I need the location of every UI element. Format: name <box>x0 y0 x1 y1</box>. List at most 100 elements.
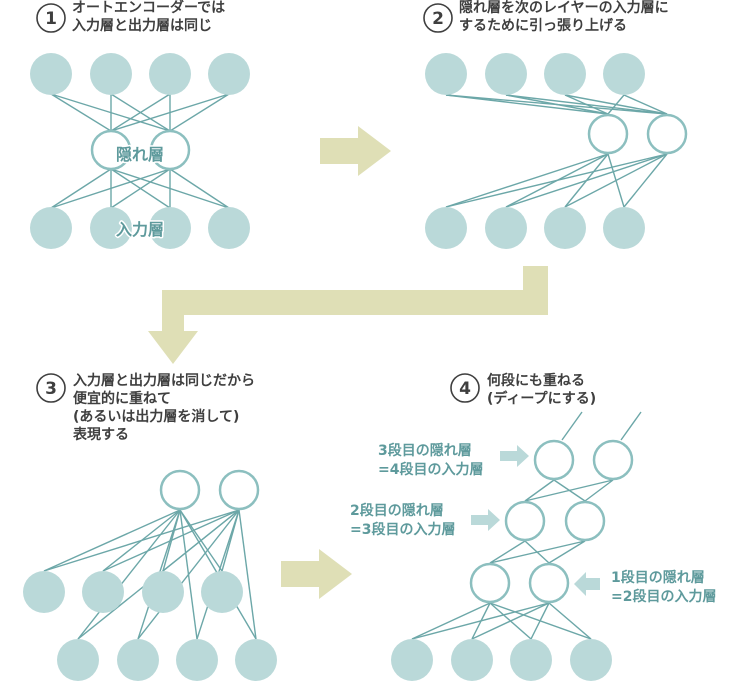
hidden-node <box>90 129 132 171</box>
panel-4-nodes <box>391 439 634 681</box>
layer1-hidden-node <box>528 562 570 604</box>
output-to-hidden-edge <box>169 93 230 132</box>
annotation-2-arrow-right-icon <box>471 509 500 531</box>
input-to-layer1-edge <box>471 602 491 640</box>
output-to-hidden-edge <box>607 94 625 115</box>
layer2-to-layer3-edge <box>524 479 555 502</box>
panel-4: 4 何段にも重ねる (ディープにする) 3段目の隠れ層 =4段目の入力層 2段目… <box>350 372 716 681</box>
badge-circle <box>423 3 453 33</box>
panel-1: 1 オートエンコーダーでは 入力層と出力層は同じ 隠れ層 入力層 <box>30 0 250 249</box>
flow-arrow-2-to-3 <box>148 266 548 364</box>
annotation-2-line-1: 2段目の隠れ層 <box>350 502 444 519</box>
input-to-hidden-edge <box>77 509 181 640</box>
output-node <box>544 53 586 95</box>
input-to-layer1-edge <box>411 602 491 640</box>
input-node <box>149 207 191 249</box>
panel-1-nodes <box>30 53 250 249</box>
input-node <box>208 207 250 249</box>
upward-edge <box>620 411 642 441</box>
input-to-layer1-edge <box>489 602 592 640</box>
layer2-hidden-node <box>504 500 546 542</box>
input-node <box>425 207 467 249</box>
panel-4-badge: 4 <box>450 373 480 403</box>
panel-1-badge: 1 <box>36 3 66 33</box>
hidden-node <box>218 469 260 511</box>
panel-4-title-line-2: (ディープにする) <box>487 390 596 407</box>
mid-to-hidden-edge <box>43 509 181 572</box>
annotation-layer-2: 2段目の隠れ層 =3段目の入力層 <box>350 502 500 538</box>
output-node <box>208 53 250 95</box>
output-to-hidden-edge <box>505 94 609 115</box>
input-to-hidden-edge <box>607 153 625 208</box>
hidden-node <box>587 113 629 155</box>
input-node <box>510 639 552 681</box>
layer2-hidden-node <box>564 500 606 542</box>
input-node <box>570 639 612 681</box>
badge-circle <box>36 373 66 403</box>
annotation-3-line-2: =4段目の入力層 <box>378 461 483 478</box>
input-to-hidden-edge <box>238 509 257 640</box>
input-node <box>90 207 132 249</box>
layer1-to-layer2-edge <box>548 540 586 564</box>
output-node <box>201 571 243 613</box>
panel-2-title-line-2: するために引っ張り上げる <box>459 18 627 34</box>
input-node <box>57 639 99 681</box>
input-to-hidden-edge <box>169 168 230 209</box>
annotation-1-line-1: 1段目の隠れ層 <box>611 569 705 586</box>
input-to-hidden-edge <box>623 153 668 208</box>
badge-number: 1 <box>45 9 57 29</box>
output-node <box>603 53 645 95</box>
panel-2-nodes <box>425 53 688 249</box>
layer1-hidden-node <box>469 562 511 604</box>
flow-arrows <box>148 126 548 599</box>
panel-2-badge: 2 <box>423 3 453 33</box>
input-node <box>391 639 433 681</box>
panel-3-badge: 3 <box>36 373 66 403</box>
output-to-hidden-edge <box>623 94 668 115</box>
layer3-hidden-node <box>592 439 634 481</box>
flow-arrow-1-to-2 <box>320 126 391 176</box>
input-node <box>451 639 493 681</box>
badge-number: 3 <box>45 379 57 399</box>
input-to-layer1-edge <box>548 602 592 640</box>
output-to-hidden-edge <box>564 94 609 115</box>
panel-3-title-line-1: 入力層と出力層は同じだから <box>73 372 255 389</box>
flow-arrow-3-to-4 <box>281 549 352 599</box>
panel-1-title-line-1: オートエンコーダーでは <box>72 0 225 16</box>
panel-1-edges <box>50 93 230 209</box>
output-node <box>149 53 191 95</box>
output-to-hidden-edge <box>110 93 171 132</box>
panel-4-edges <box>411 411 642 640</box>
panel-3-title-line-2: 便宜的に重ねて <box>73 390 171 407</box>
input-node <box>485 207 527 249</box>
input-node <box>176 639 218 681</box>
input-to-hidden-edge <box>564 153 609 208</box>
input-node <box>603 207 645 249</box>
layer1-to-layer2-edge <box>489 540 526 564</box>
input-to-hidden-edge <box>110 168 171 209</box>
annotation-1-line-2: =2段目の入力層 <box>611 588 716 605</box>
panel-2-edges <box>445 94 668 208</box>
layer1-to-layer2-edge <box>524 540 550 564</box>
annotation-1-arrow-left-icon <box>574 572 600 596</box>
annotation-3-arrow-right-icon <box>500 445 529 467</box>
layer2-to-layer3-edge <box>584 479 614 502</box>
panel-3: 3 入力層と出力層は同じだから 便宜的に重ねて (あるいは出力層を消して) 表現… <box>23 372 277 681</box>
annotation-2-line-2: =3段目の入力層 <box>350 521 455 538</box>
panel-2: 2 隠れ層を次のレイヤーの入力層に するために引っ張り上げる <box>423 0 688 249</box>
badge-circle <box>36 3 66 33</box>
output-node <box>90 53 132 95</box>
upward-edge <box>561 411 583 441</box>
output-node <box>23 571 65 613</box>
hidden-node <box>646 113 688 155</box>
output-to-hidden-edge <box>445 94 609 115</box>
input-to-hidden-edge <box>50 168 112 209</box>
output-to-hidden-edge <box>110 93 230 132</box>
input-node <box>235 639 277 681</box>
badge-circle <box>450 373 480 403</box>
panel-3-title-line-4: 表現する <box>72 426 129 443</box>
output-node <box>82 571 124 613</box>
output-node <box>485 53 527 95</box>
panel-2-title-line-1: 隠れ層を次のレイヤーの入力層に <box>459 0 669 16</box>
